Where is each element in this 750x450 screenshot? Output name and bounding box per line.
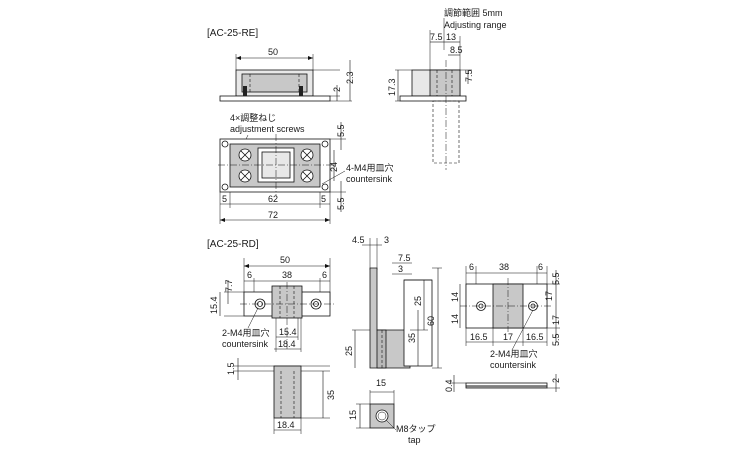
rd-side-dim-25-left: 25: [344, 346, 354, 356]
rd-dim-15-4-left: 15.4: [209, 296, 219, 314]
re-screws-label-en: adjustment screws: [230, 124, 305, 134]
rd-side-dim-60: 60: [426, 316, 436, 326]
rd-plate-view: 6 38 6 5.5 17 17 5.5 14 14 16.5 17 16.5 …: [450, 262, 561, 370]
rd-plate-dim-16-5-right: 16.5: [526, 332, 544, 342]
re-countersink-label-jp: 4-M4用皿穴: [346, 162, 394, 173]
rd-thin-dim-2: 2: [551, 378, 561, 383]
rd-plate-dim-5-5-bottom: 5.5: [551, 333, 561, 346]
rd-dim-50: 50: [280, 255, 290, 265]
rd-side-dim-4-5: 4.5: [352, 235, 365, 245]
rd-tap-label-en: tap: [408, 435, 421, 445]
rd-plate-dim-38: 38: [499, 262, 509, 272]
rd-plate-dim-14-lower: 14: [450, 314, 460, 324]
re-dim-72: 72: [268, 210, 278, 220]
rd-bottom-dim-15-height: 15: [348, 410, 358, 420]
rd-side-dim-35: 35: [407, 333, 417, 343]
rd-dim-6-left: 6: [247, 270, 252, 280]
rd-dim-18-4-front: 18.4: [278, 339, 296, 349]
rd-side-dim-25-right: 25: [413, 296, 423, 306]
rd-dim-38: 38: [282, 270, 292, 280]
section-title-ac-25-re: [AC-25-RE]: [207, 28, 258, 39]
rd-plate-dim-6-right: 6: [538, 262, 543, 272]
re-adjusting-range-jp: 調節範囲 5mm: [444, 7, 503, 18]
rd-plate-dim-5-5-top: 5.5: [551, 272, 561, 285]
re-adjusting-range-en: Adjusting range: [444, 20, 507, 30]
re-top-view: 4×調整ねじ adjustment screws 5.5 4-M4用皿穴 cou…: [218, 112, 394, 224]
rd-plate-dim-17-mid: 17: [503, 332, 513, 342]
re-screws-label-jp: 4×調整ねじ: [230, 112, 276, 123]
re-dim-8-5: 8.5: [450, 45, 463, 55]
rd-dim-15-4-bottom: 15.4: [279, 327, 297, 337]
rd-tap-view: 15 15 M8タップ tap: [348, 378, 436, 445]
rd-side-view: 4.5 3 7.5 3 25 60 25 35: [344, 235, 442, 369]
rd-dim-18-4-bottom: 18.4: [277, 420, 295, 430]
rd-plate-countersink-en: countersink: [490, 360, 537, 370]
rd-side-dim-3-mid: 3: [398, 264, 403, 274]
re-dim-5-5-top: 5.5: [336, 124, 346, 137]
re-dim-24: 24: [329, 162, 339, 172]
rd-plate-dim-17-lower: 17: [551, 315, 561, 325]
rd-dim-35-front: 35: [326, 390, 336, 400]
re-front-view: 50 2 2.3: [219, 47, 355, 102]
adjustment-screw-icon: [238, 148, 314, 183]
re-dim-5-5-bottom: 5.5: [336, 197, 346, 210]
rd-dim-6-right: 6: [322, 270, 327, 280]
rd-front-view: 50 6 38 6 7.7 15.4 15.4 18.4 2-M4用皿穴 co: [209, 255, 335, 352]
re-dim-2-3: 2.3: [345, 71, 355, 84]
rd-plate-dim-6-left: 6: [469, 262, 474, 272]
rd-thin-dim-0-4: 0.4: [444, 379, 454, 392]
rd-front-countersink-jp: 2-M4用皿穴: [222, 327, 270, 338]
rd-thin-plate-view: 0.4 2: [444, 374, 561, 392]
section-title-ac-25-rd: [AC-25-RD]: [207, 239, 259, 250]
rd-front-countersink-en: countersink: [222, 339, 269, 349]
rd-plate-countersink-jp: 2-M4用皿穴: [490, 348, 538, 359]
re-dim-50: 50: [268, 47, 278, 57]
re-dim-17-3: 17.3: [387, 78, 397, 96]
rd-side-dim-7-5: 7.5: [398, 253, 411, 263]
rd-front-lower-view: 1.5 35 18.4: [226, 358, 336, 434]
rd-dim-7-7: 7.7: [224, 279, 234, 292]
re-dim-13: 13: [446, 32, 456, 42]
re-dim-7-5-side: 7.5: [464, 69, 474, 82]
re-dim-5-left: 5: [222, 194, 227, 204]
rd-plate-dim-17-right: 17: [544, 291, 554, 301]
re-countersink-label-en: countersink: [346, 174, 393, 184]
rd-plate-dim-14-left: 14: [450, 292, 460, 302]
rd-side-dim-3-top: 3: [384, 235, 389, 245]
re-side-view: 調節範囲 5mm Adjusting range 7.5 13 8.5 17.3…: [387, 7, 507, 170]
rd-tap-label-jp: M8タップ: [396, 424, 436, 434]
rd-bottom-dim-15-width: 15: [376, 378, 386, 388]
re-dim-7-5-top: 7.5: [430, 32, 443, 42]
rd-dim-1-5: 1.5: [226, 362, 236, 375]
re-dim-5-right: 5: [321, 194, 326, 204]
re-dim-62: 62: [268, 194, 278, 204]
re-dim-2: 2: [332, 87, 342, 92]
rd-plate-dim-16-5-left: 16.5: [470, 332, 488, 342]
